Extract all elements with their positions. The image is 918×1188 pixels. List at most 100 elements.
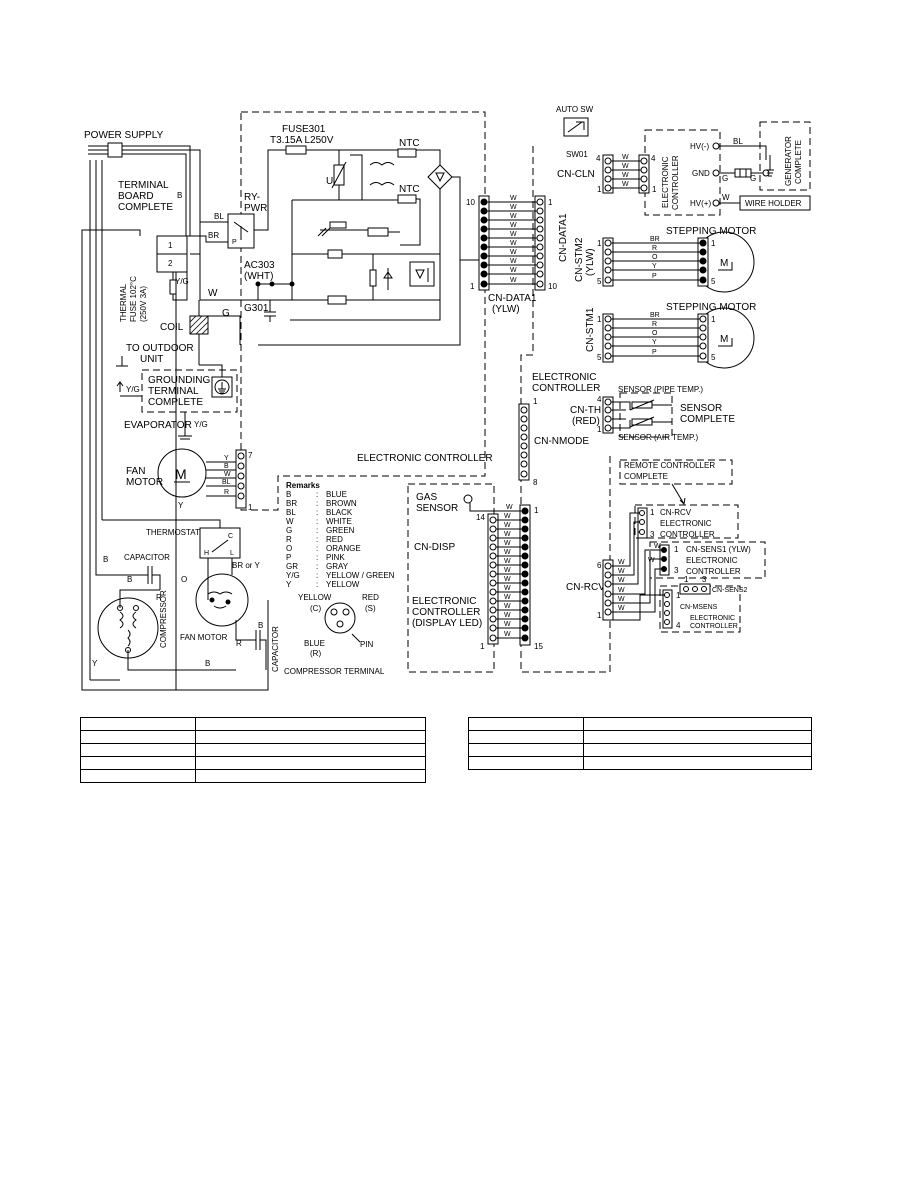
svg-text:W: W bbox=[648, 557, 655, 564]
ntc1-label: NTC bbox=[399, 138, 420, 149]
svg-text:O: O bbox=[181, 575, 187, 584]
svg-text::: : bbox=[316, 553, 318, 562]
svg-text:BLUE: BLUE bbox=[304, 639, 325, 648]
svg-text:4: 4 bbox=[651, 154, 656, 163]
coil-label: COIL bbox=[160, 322, 184, 333]
revision-table-right bbox=[468, 717, 812, 770]
svg-text:W: W bbox=[510, 267, 517, 274]
svg-text:W: W bbox=[504, 612, 511, 619]
terminal-board-label-2: BOARD bbox=[118, 191, 154, 202]
ec-clean-label-2: CONTROLLER bbox=[671, 155, 680, 210]
svg-text:BROWN: BROWN bbox=[326, 499, 357, 508]
svg-text:W: W bbox=[618, 587, 625, 594]
rcv-controller-boundary bbox=[634, 504, 739, 539]
svg-text:ORANGE: ORANGE bbox=[326, 544, 361, 553]
svg-text:B: B bbox=[258, 621, 263, 630]
svg-text:1: 1 bbox=[674, 545, 679, 554]
power-plug bbox=[88, 142, 123, 158]
svg-text:Y: Y bbox=[286, 580, 292, 589]
ec-display-label-3: (DISPLAY LED) bbox=[412, 618, 482, 629]
cn-rcv-top-label: CN-RCV bbox=[660, 508, 692, 517]
ntc2 bbox=[397, 194, 417, 204]
svg-text:G: G bbox=[222, 308, 230, 319]
svg-text:7: 7 bbox=[248, 451, 253, 460]
svg-text:BL: BL bbox=[214, 212, 224, 221]
fuse301 bbox=[285, 145, 307, 155]
capacitor-label: CAPACITOR bbox=[124, 553, 170, 562]
svg-text:1: 1 bbox=[711, 315, 716, 324]
svg-text:W: W bbox=[504, 594, 511, 601]
fuse301-label: FUSE301 bbox=[282, 124, 326, 135]
svg-text:1: 1 bbox=[684, 575, 689, 584]
svg-text:5: 5 bbox=[711, 277, 716, 286]
svg-text:GRAY: GRAY bbox=[326, 562, 349, 571]
ui-label: UI bbox=[326, 176, 336, 187]
svg-text:10: 10 bbox=[466, 198, 475, 207]
svg-text:PINK: PINK bbox=[326, 553, 345, 562]
svg-text:10: 10 bbox=[548, 282, 557, 291]
svg-text:BLACK: BLACK bbox=[326, 508, 353, 517]
grounding-boundary bbox=[141, 369, 238, 413]
svg-text:W: W bbox=[504, 531, 511, 538]
ec-display-label-2: CONTROLLER bbox=[412, 607, 480, 618]
svg-text:W: W bbox=[510, 249, 517, 256]
svg-text:R: R bbox=[236, 639, 242, 648]
svg-text:B: B bbox=[103, 555, 108, 564]
clean-controller-boundary bbox=[644, 129, 721, 216]
svg-text:6: 6 bbox=[597, 561, 602, 570]
terminal-board-label-1: TERMINAL bbox=[118, 180, 169, 191]
cn-rcv-connector bbox=[602, 559, 614, 621]
relay-pwr: P bbox=[227, 213, 255, 249]
cn-th-red-label: (RED) bbox=[572, 416, 600, 427]
thermal-fuse bbox=[169, 279, 177, 295]
svg-text:G: G bbox=[722, 174, 728, 183]
cn-msens-connector bbox=[662, 589, 673, 629]
svg-text:BLUE: BLUE bbox=[326, 490, 347, 499]
sw01-label: SW01 bbox=[566, 150, 588, 159]
svg-text:1: 1 bbox=[597, 611, 602, 620]
ec-msens-label-1: ELECTRONIC bbox=[690, 615, 735, 622]
svg-text:B: B bbox=[286, 490, 291, 499]
sensor-boundary bbox=[619, 392, 673, 438]
capacitor-upper bbox=[147, 566, 153, 584]
svg-text:BR: BR bbox=[650, 312, 660, 319]
svg-text:14: 14 bbox=[476, 513, 485, 522]
svg-text:W: W bbox=[510, 258, 517, 265]
svg-text:W: W bbox=[722, 193, 730, 202]
svg-text:W: W bbox=[506, 504, 513, 511]
thermostat-label: THERMOSTAT bbox=[146, 528, 200, 537]
display-controller-boundary bbox=[407, 483, 495, 673]
cn-disp-left bbox=[487, 513, 499, 645]
svg-text:1: 1 bbox=[650, 508, 655, 517]
svg-text:H: H bbox=[204, 550, 209, 557]
gas-sensor-label-2: SENSOR bbox=[416, 503, 458, 514]
svg-text:3: 3 bbox=[674, 566, 679, 575]
grounding-label-2: TERMINAL bbox=[148, 386, 199, 397]
svg-text:1: 1 bbox=[597, 185, 602, 194]
svg-text:W: W bbox=[286, 517, 294, 526]
gnd-label: GND bbox=[692, 169, 710, 178]
ec-msens-label-2: CONTROLLER bbox=[690, 623, 738, 630]
svg-text::: : bbox=[316, 517, 318, 526]
svg-text:C: C bbox=[228, 533, 233, 540]
svg-text:4: 4 bbox=[596, 154, 601, 163]
remarks-legend: Remarks B:BLUE BR:BROWN BL:BLACK W:WHITE… bbox=[286, 481, 395, 589]
sensor-pipe-label: SENSOR (PIPE TEMP.) bbox=[618, 385, 703, 394]
svg-text:5: 5 bbox=[597, 353, 602, 362]
ac303-label-1: AC303 bbox=[244, 260, 275, 271]
svg-text:(R): (R) bbox=[310, 649, 321, 658]
svg-text:1: 1 bbox=[597, 315, 602, 324]
svg-text:1: 1 bbox=[534, 506, 539, 515]
svg-text:P: P bbox=[286, 553, 291, 562]
ntc2-label: NTC bbox=[399, 184, 420, 195]
svg-text:8: 8 bbox=[533, 478, 538, 487]
svg-text:BL: BL bbox=[286, 508, 296, 517]
svg-text:W: W bbox=[504, 621, 511, 628]
svg-text:1: 1 bbox=[597, 425, 602, 434]
wire-holder bbox=[739, 195, 811, 211]
svg-text:1: 1 bbox=[470, 282, 475, 291]
svg-text:1: 1 bbox=[533, 397, 538, 406]
svg-text:R: R bbox=[286, 535, 292, 544]
ec-sens1-label-2: CONTROLLER bbox=[686, 567, 741, 576]
svg-text:W: W bbox=[618, 605, 625, 612]
